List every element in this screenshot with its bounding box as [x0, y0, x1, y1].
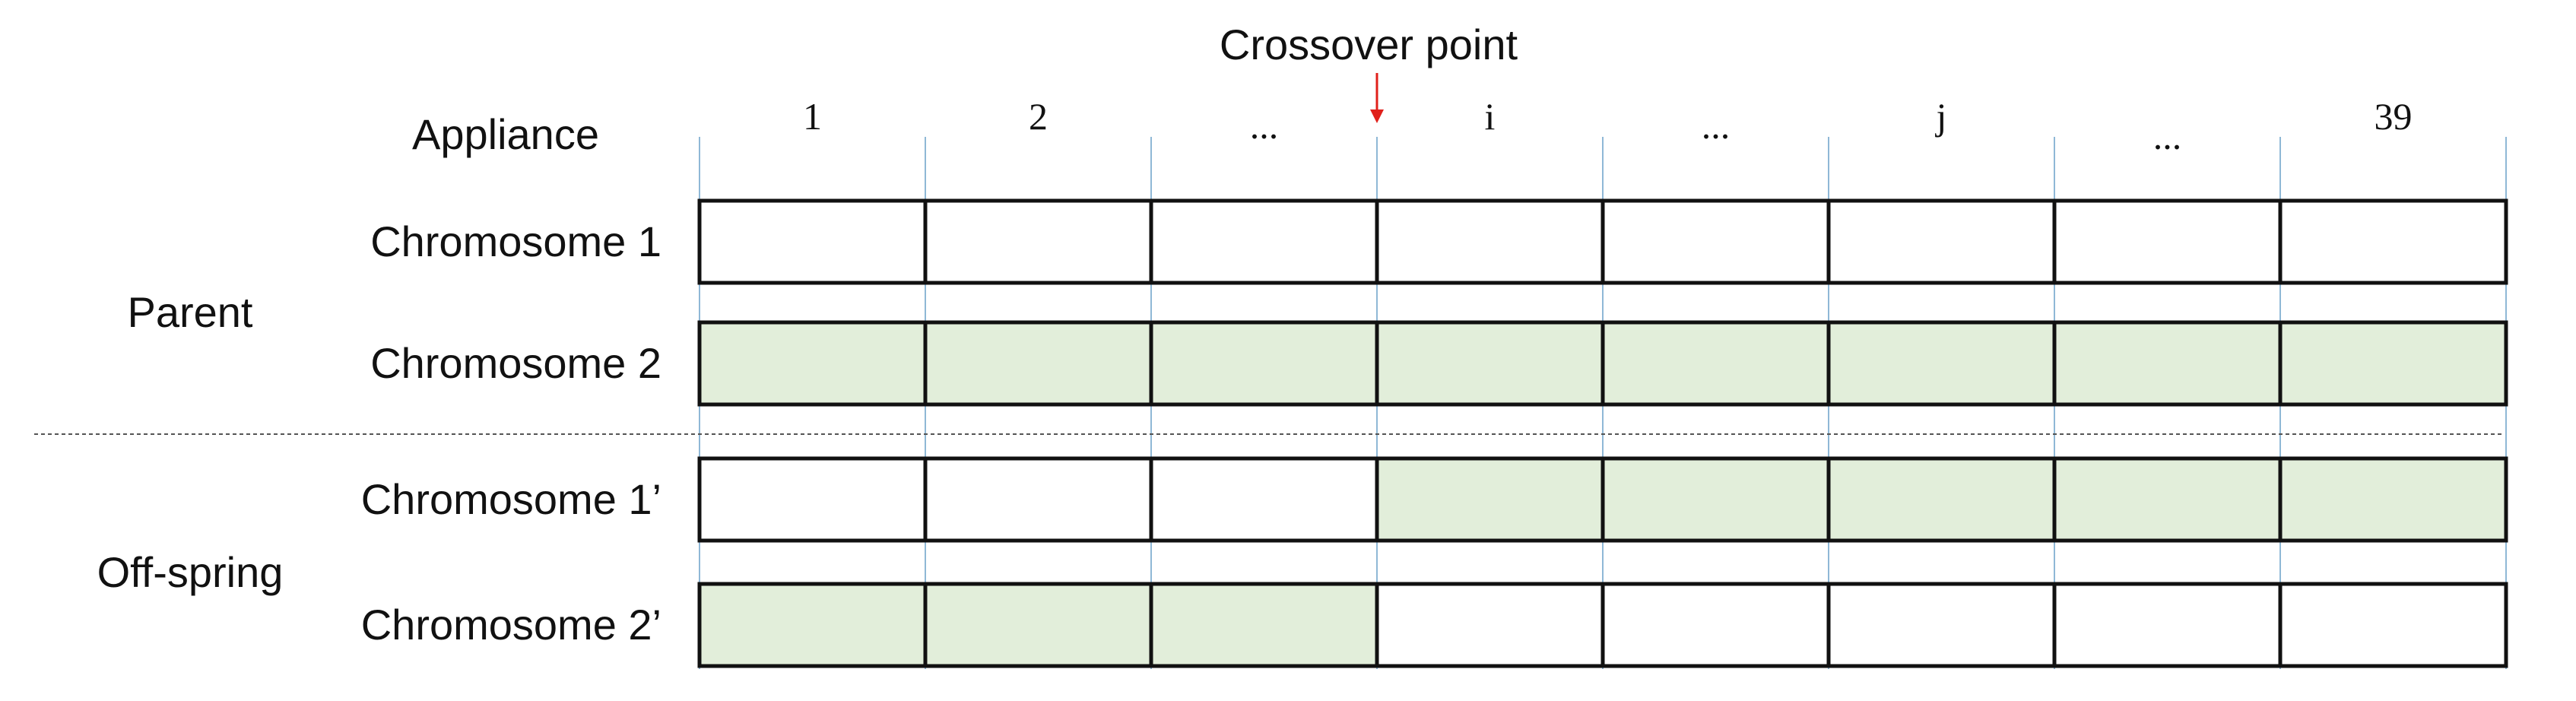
- gene-cell: [697, 582, 928, 668]
- gene-cell: [697, 198, 928, 285]
- group-label: Off-spring: [97, 548, 284, 596]
- gene-cell: [1826, 582, 2057, 668]
- column-label: 1: [803, 95, 822, 138]
- gene-cell: [1600, 320, 1831, 407]
- gene-cell: [697, 456, 928, 543]
- crossover-point-title: Crossover point: [1220, 21, 1518, 68]
- gene-cell: [2278, 582, 2508, 668]
- crossover-arrow-icon: [1370, 73, 1384, 123]
- gene-cell: [2052, 456, 2283, 543]
- column-labels: 1 2... i... j... 39: [803, 95, 2413, 157]
- gene-cell: [923, 320, 1153, 407]
- gene-cell: [2052, 198, 2283, 285]
- gene-cell: [1149, 582, 1379, 668]
- column-label: 39: [2375, 95, 2413, 138]
- gene-cell: [1375, 456, 1605, 543]
- gene-cell: [2052, 320, 2283, 407]
- chromosome-label: Chromosome 1’: [361, 475, 661, 523]
- column-label: ...: [1702, 104, 1731, 147]
- gene-cell: [923, 582, 1153, 668]
- column-label: ...: [2153, 115, 2182, 157]
- row-labels: Chromosome 1 Chromosome 2 Chromosome 1’ Chr…: [361, 217, 661, 649]
- gene-cell: [1826, 456, 2057, 543]
- chromosome-row: [697, 582, 2508, 668]
- gene-cell: [1149, 198, 1379, 285]
- gene-cell: [1600, 456, 1831, 543]
- column-label: j: [1935, 95, 1947, 138]
- gene-cell: [1600, 582, 1831, 668]
- gene-cell: [2278, 198, 2508, 285]
- gene-cell: [2278, 320, 2508, 407]
- chromosome-row: [697, 198, 2508, 285]
- chromosome-grid: [697, 198, 2508, 668]
- column-label: i: [1485, 95, 1496, 138]
- column-label: 2: [1029, 95, 1048, 138]
- gene-cell: [1600, 198, 1831, 285]
- group-label: Parent: [128, 288, 253, 336]
- gene-cell: [1149, 456, 1379, 543]
- gene-cell: [923, 456, 1153, 543]
- gene-cell: [1149, 320, 1379, 407]
- gene-cell: [923, 198, 1153, 285]
- gene-cell: [697, 320, 928, 407]
- gene-cell: [1826, 320, 2057, 407]
- gene-cell: [1375, 198, 1605, 285]
- gene-cell: [2052, 582, 2283, 668]
- gene-cell: [1375, 582, 1605, 668]
- gene-cell: [1375, 320, 1605, 407]
- chromosome-row: [697, 456, 2508, 543]
- appliance-header: Appliance: [412, 110, 599, 158]
- column-label: ...: [1250, 104, 1279, 147]
- chromosome-label: Chromosome 2: [370, 339, 661, 387]
- chromosome-label: Chromosome 1: [370, 217, 661, 265]
- gene-cell: [1826, 198, 2057, 285]
- gene-cell: [2278, 456, 2508, 543]
- chromosome-label: Chromosome 2’: [361, 601, 661, 649]
- chromosome-row: [697, 320, 2508, 407]
